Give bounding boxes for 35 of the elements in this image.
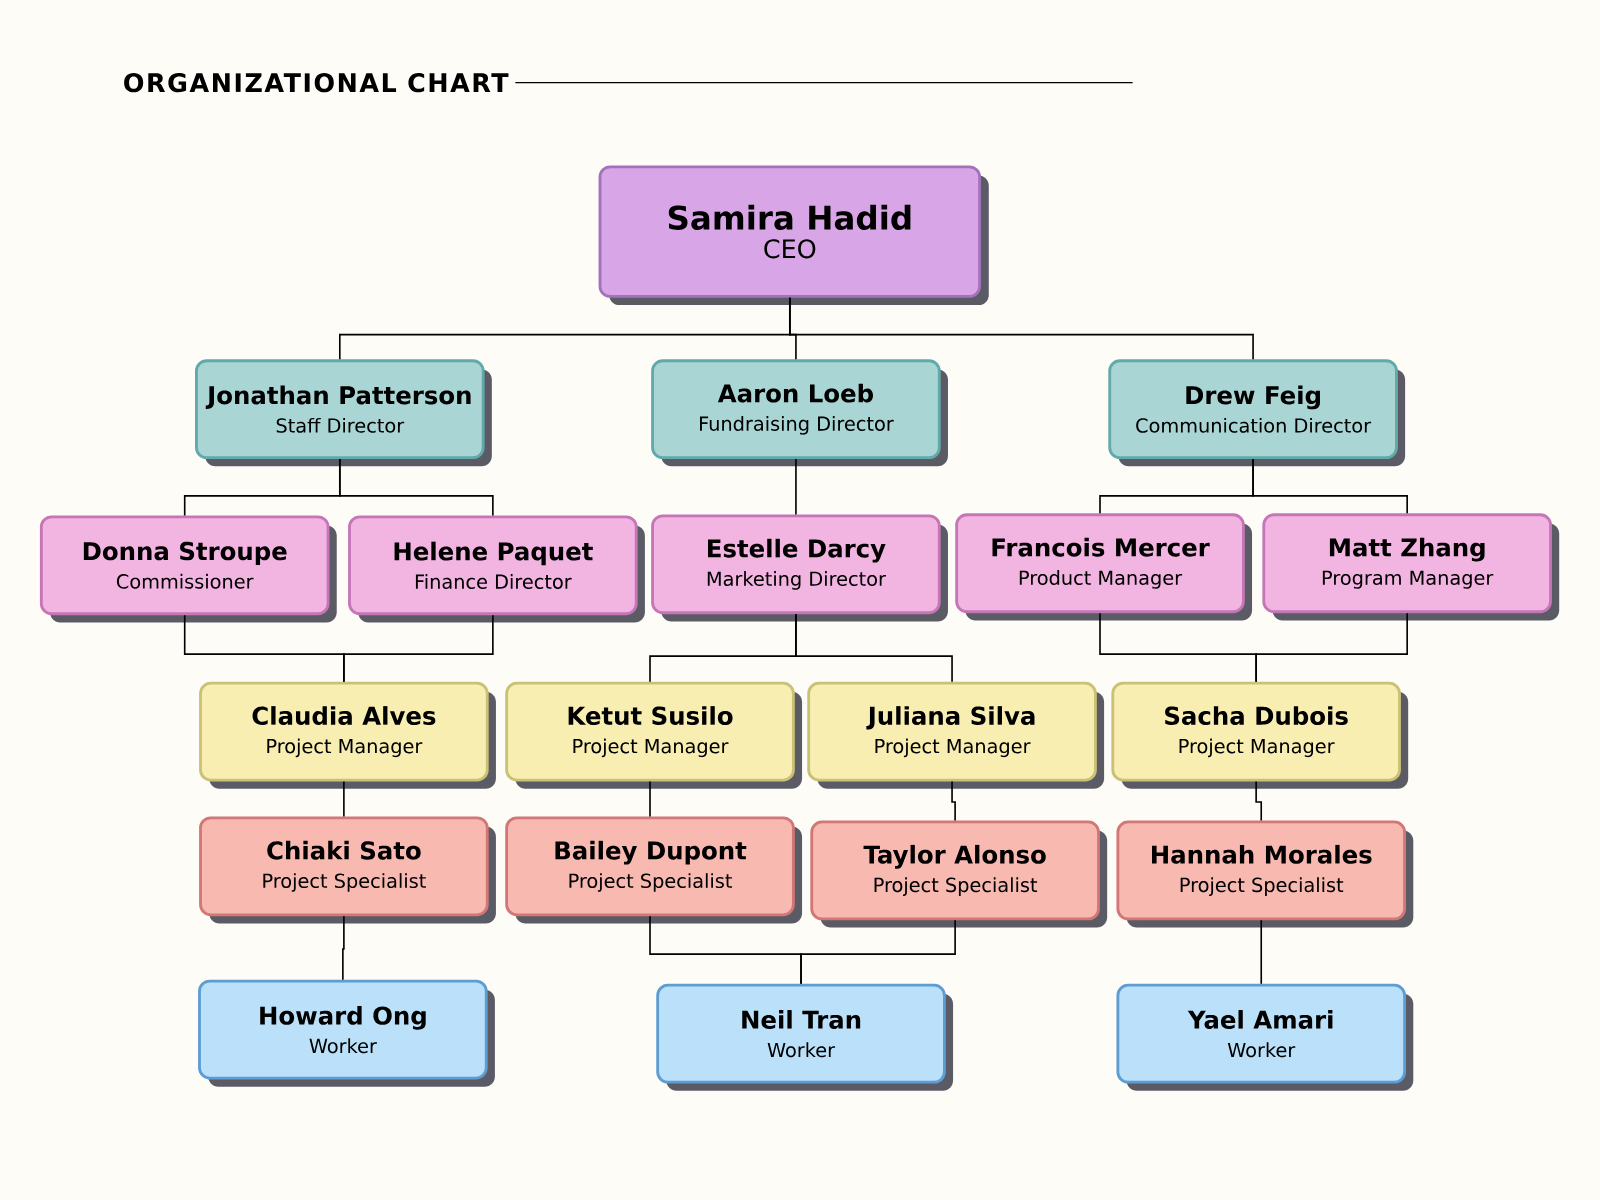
connector-line: [339, 458, 494, 517]
person-box: Donna Stroupe Commissioner: [39, 515, 337, 623]
person-box: Estelle Darcy Marketing Director: [651, 514, 948, 622]
person-box: Juliana Silva Project Manager: [807, 681, 1105, 789]
connector-line: [800, 919, 956, 985]
connector-line: [789, 297, 1254, 361]
person-box: Ketut Susilo Project Manager: [505, 681, 803, 789]
person-box: Yael Amari Worker: [1116, 983, 1414, 1091]
person-box: Francois Mercer Product Manager: [955, 513, 1253, 621]
person-box: Taylor Alonso Project Specialist: [810, 820, 1108, 928]
person-box: Samira Hadid CEO: [598, 165, 989, 306]
connector-line: [649, 780, 651, 818]
connector-line: [795, 458, 797, 516]
connector-line: [343, 614, 494, 683]
connector-line: [343, 780, 345, 818]
connector-line: [342, 915, 345, 981]
connector-line: [951, 780, 956, 822]
person-box: Jonathan Patterson Staff Director: [195, 359, 492, 467]
connector-line: [1260, 919, 1263, 985]
title: ORGANIZATIONAL CHART: [124, 73, 509, 93]
connector-line: [1255, 780, 1263, 822]
person-box: Claudia Alves Project Manager: [199, 681, 496, 789]
person-box: Drew Feig Communication Director: [1108, 359, 1406, 467]
person-box: Neil Tran Worker: [656, 983, 954, 1091]
person-box: Helene Paquet Finance Director: [348, 515, 645, 623]
person-box: Howard Ong Worker: [198, 979, 495, 1087]
person-box: Sacha Dubois Project Manager: [1111, 681, 1409, 789]
person-box: Aaron Loeb Fundraising Director: [651, 359, 948, 467]
connector-line: [795, 613, 953, 683]
person-box: Bailey Dupont Project Specialist: [505, 816, 803, 924]
person-box: Hannah Morales Project Specialist: [1116, 820, 1414, 928]
person-box: Chiaki Sato Project Specialist: [199, 816, 496, 924]
connector-line: [1255, 612, 1408, 683]
connector-line: [1252, 458, 1408, 515]
person-box: Matt Zhang Program Manager: [1262, 513, 1560, 621]
